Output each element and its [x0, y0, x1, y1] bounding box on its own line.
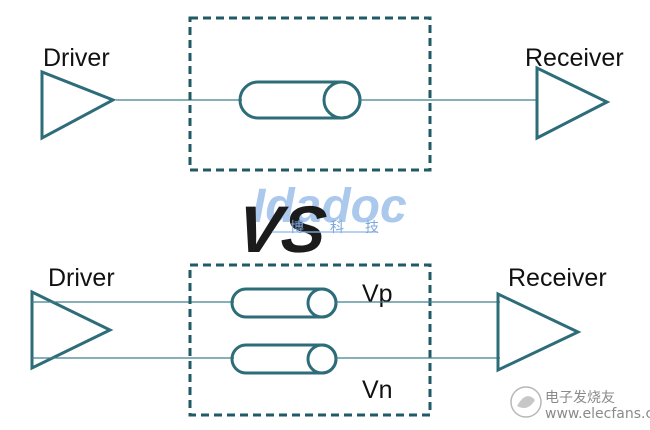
top-transmission-line — [238, 80, 362, 120]
single-ended-section: Driver Receiver — [40, 16, 624, 172]
elecfans-watermark-text: 电子发烧友 — [545, 390, 615, 406]
top-receiver-label: Receiver — [525, 44, 624, 72]
differential-section: Driver Receiver Vp Vn — [30, 263, 607, 417]
bottom-driver-triangle — [30, 289, 114, 371]
elecfans-url: www.elecfans.com — [545, 406, 650, 422]
watermark-brand: Idadoc — [252, 180, 407, 233]
vn-transmission-line — [230, 343, 338, 375]
watermark-char-1: 博 — [290, 219, 304, 236]
top-driver-triangle — [40, 69, 117, 141]
top-receiver-triangle — [535, 65, 611, 141]
vp-label: Vp — [362, 280, 393, 308]
top-driver-label: Driver — [43, 44, 110, 72]
bottom-receiver-label: Receiver — [508, 264, 607, 292]
bottom-channel-box — [188, 263, 432, 417]
watermark-char-2: 科 — [330, 220, 344, 236]
bottom-driver-label: Driver — [48, 264, 115, 292]
bottom-receiver-triangle — [496, 291, 582, 373]
top-channel-box — [188, 16, 432, 172]
elecfans-logo-icon — [510, 386, 542, 418]
vn-label: Vn — [362, 376, 393, 404]
vs-section: Idadoc VS 博 科 技 — [234, 180, 407, 267]
vs-label: VS — [234, 193, 330, 267]
elecfans-watermark: 电子发烧友 www.elecfans.com — [510, 386, 650, 422]
vp-transmission-line — [230, 287, 338, 319]
watermark-char-3: 技 — [365, 220, 379, 236]
